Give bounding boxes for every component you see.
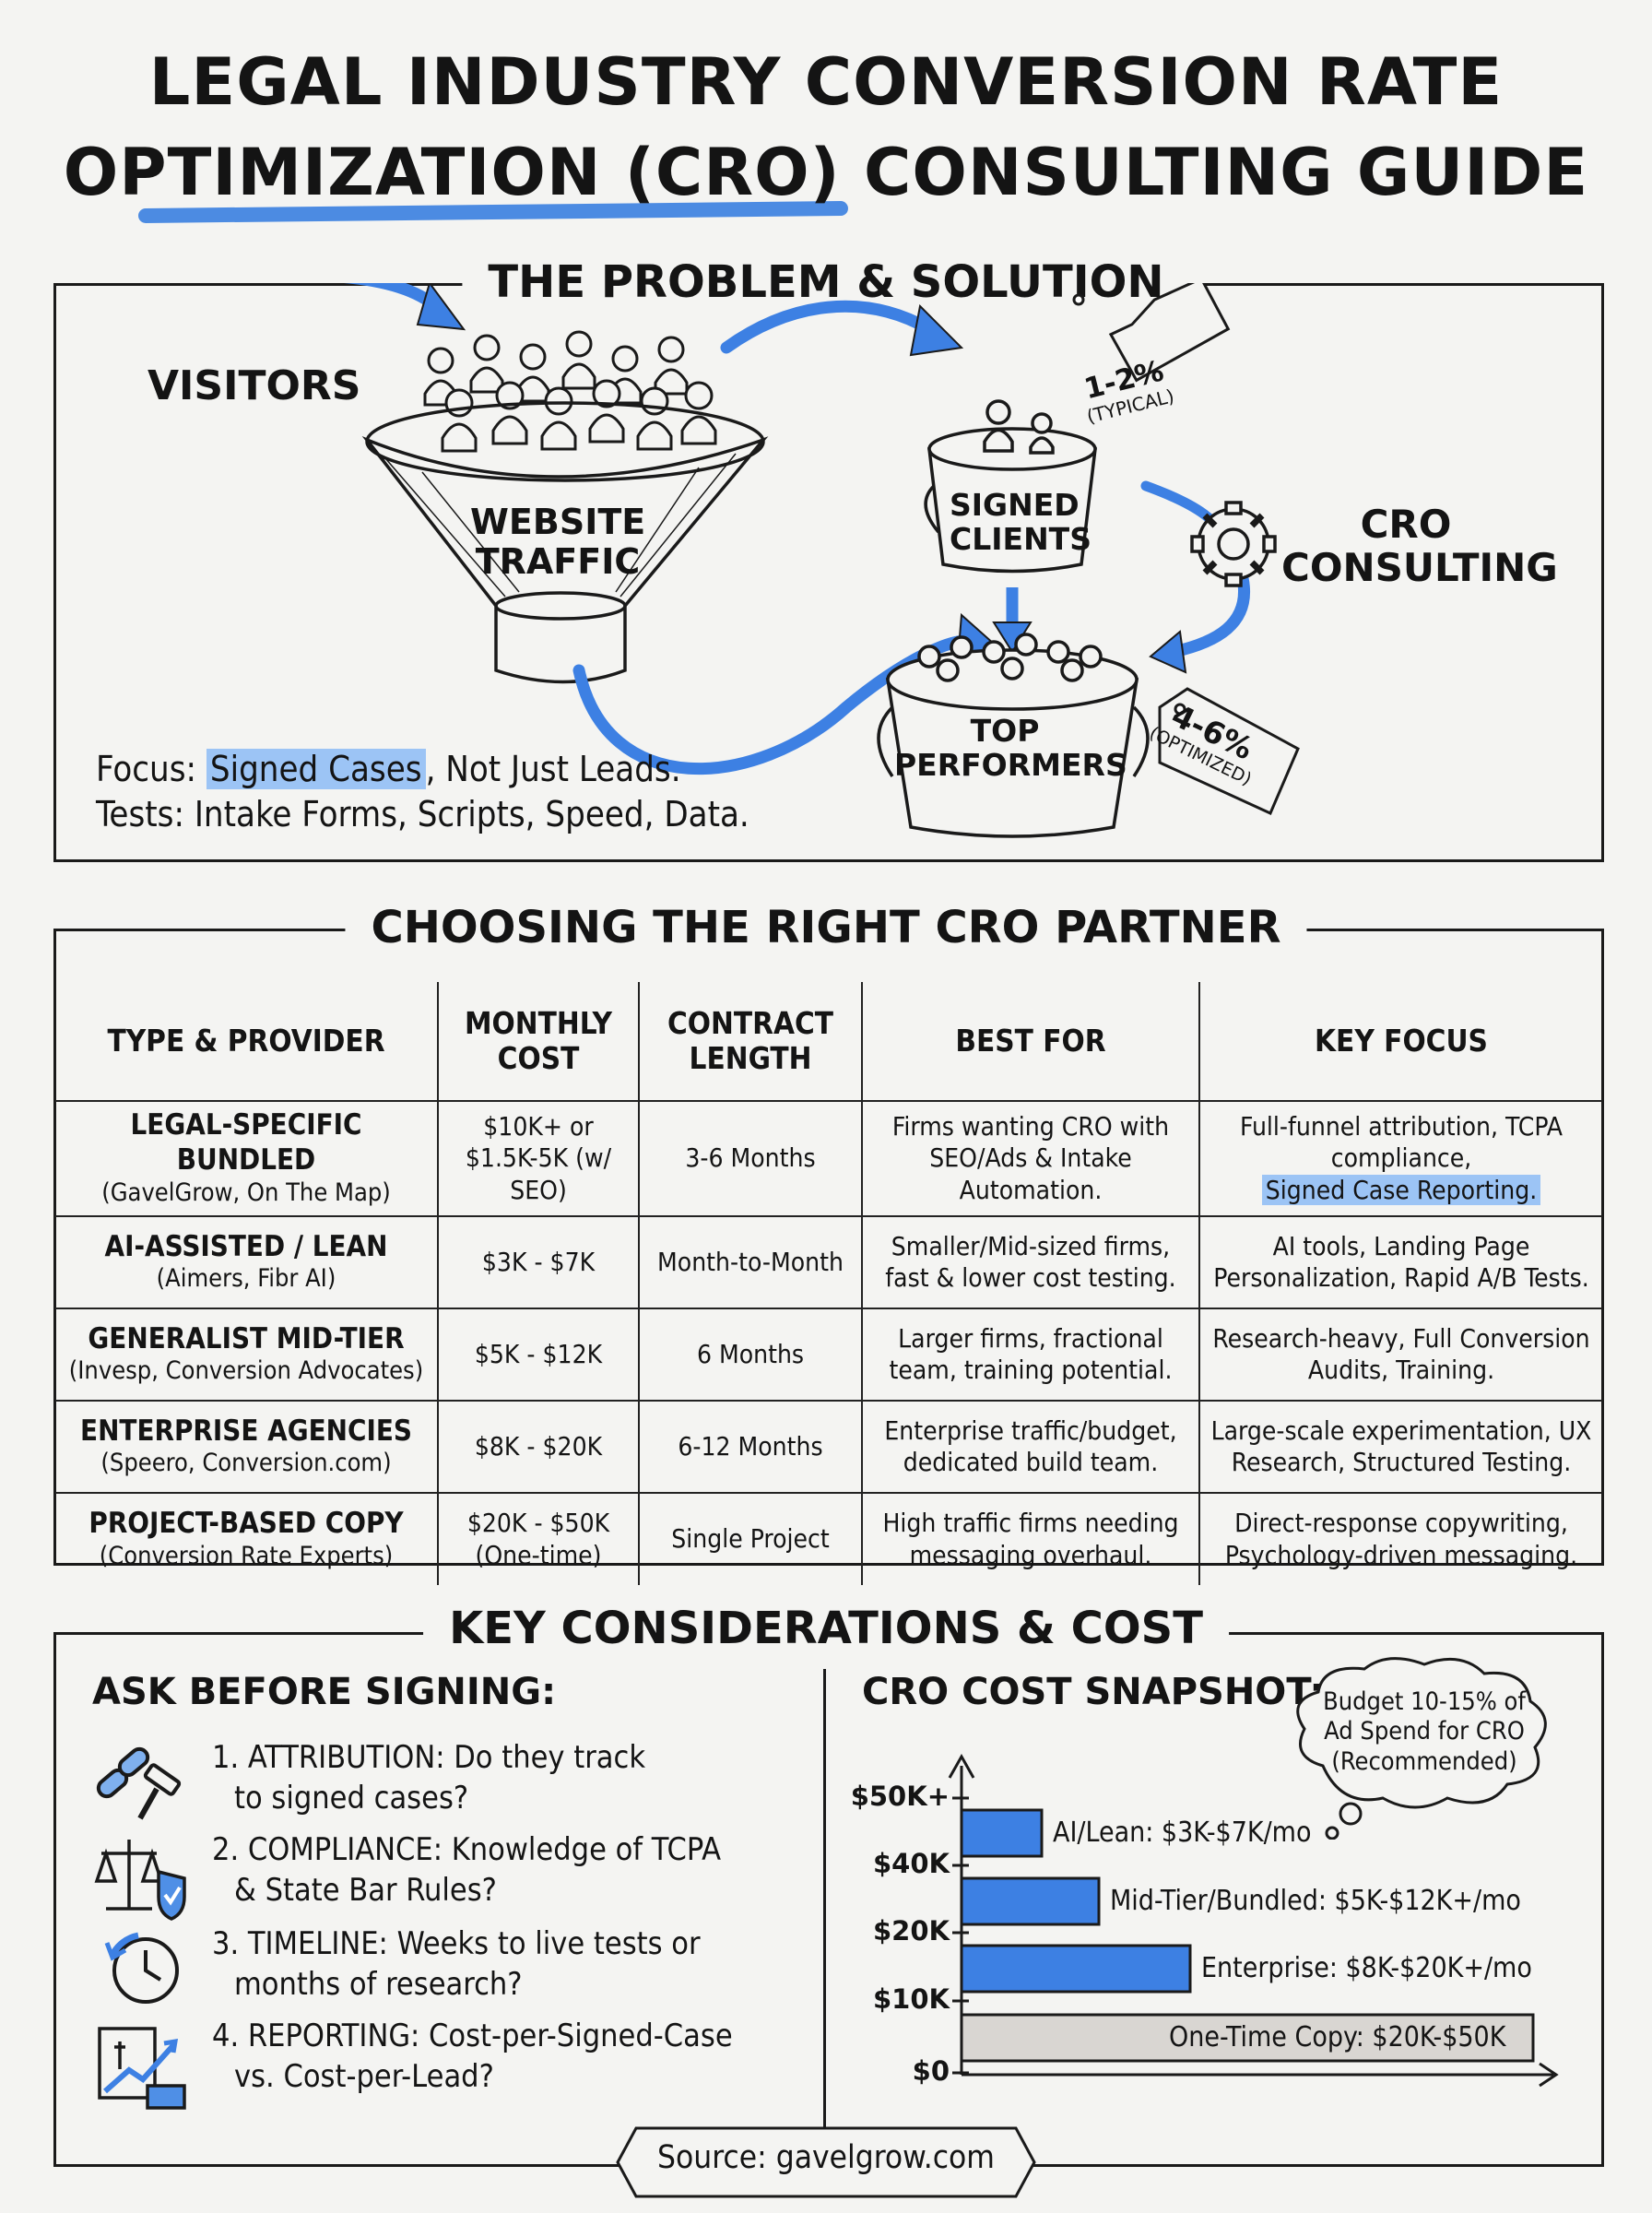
top-performers-label: TOP PERFORMERS	[894, 713, 1127, 783]
crowd-people-icon	[423, 330, 717, 453]
cost-bar-label: One-Time Copy: $20K-$50K	[1169, 2021, 1506, 2053]
signed-clients-label: SIGNED CLIENTS	[950, 487, 1092, 557]
cost-bar-label: Mid-Tier/Bundled: $5K-$12K+/mo	[1110, 1885, 1521, 1917]
header-key-focus: KEY FOCUS	[1199, 982, 1602, 1102]
cell-cost: $5K - $12K	[438, 1308, 640, 1402]
y-tick-label: $0	[912, 2055, 950, 2087]
table-row: LEGAL-SPECIFIC BUNDLED(GavelGrow, On The…	[55, 1101, 1602, 1217]
cell-best-for: Larger firms, fractional team, training …	[862, 1308, 1200, 1402]
cell-cost: $20K - $50K (One-time)	[438, 1493, 640, 1585]
question-compliance: 2. COMPLIANCE: Knowledge of TCPA & State…	[212, 1831, 722, 1909]
cell-key-focus: AI tools, Landing Page Personalization, …	[1199, 1216, 1602, 1309]
header-type-provider: TYPE & PROVIDER	[55, 982, 439, 1102]
budget-recommendation: Budget 10-15% of Ad Spend for CRO (Recom…	[1323, 1687, 1526, 1776]
cell-cost: $10K+ or $1.5K-5K (w/ SEO)	[438, 1101, 640, 1217]
cell-cost: $3K - $7K	[438, 1216, 640, 1309]
cost-snapshot-heading: CRO COST SNAPSHOT:	[862, 1671, 1325, 1713]
cell-best-for: Smaller/Mid-sized firms, fast & lower co…	[862, 1216, 1200, 1309]
header-best-for: BEST FOR	[862, 982, 1200, 1102]
cell-key-focus: Large-scale experimentation, UX Research…	[1199, 1401, 1602, 1494]
header-monthly-cost: MONTHLY COST	[438, 982, 640, 1102]
visitors-label: VISITORS	[148, 362, 361, 409]
cell-length: 3-6 Months	[639, 1101, 863, 1217]
y-tick-label: $50K+	[850, 1781, 950, 1812]
cell-length: Month-to-Month	[639, 1216, 863, 1309]
question-timeline: 3. TIMELINE: Weeks to live tests or mont…	[212, 1925, 701, 2003]
partner-title: CHOOSING THE RIGHT CRO PARTNER	[345, 902, 1307, 953]
section-divider	[823, 1669, 826, 2130]
website-traffic-label: WEBSITE TRAFFIC	[470, 502, 646, 582]
cell-key-focus: Research-heavy, Full Conversion Audits, …	[1199, 1308, 1602, 1402]
cell-length: 6 Months	[639, 1308, 863, 1402]
cost-bar-label: AI/Lean: $3K-$7K/mo	[1053, 1817, 1312, 1849]
cell-cost: $8K - $20K	[438, 1401, 640, 1494]
focus-tests-note: Focus: Signed Cases, Not Just Leads. Tes…	[96, 747, 749, 836]
table-row: AI-ASSISTED / LEAN(Aimers, Fibr AI) $3K …	[55, 1216, 1602, 1309]
cell-key-focus: Direct-response copywriting, Psychology-…	[1224, 1508, 1578, 1570]
cell-best-for: High traffic firms needing messaging ove…	[862, 1493, 1200, 1585]
partner-table: TYPE & PROVIDER MONTHLY COST CONTRACT LE…	[55, 982, 1602, 1585]
header-contract-length: CONTRACT LENGTH	[639, 982, 863, 1102]
cell-provider: GENERALIST MID-TIER(Invesp, Conversion A…	[55, 1308, 439, 1402]
signed-clients-bucket-icon	[924, 399, 1097, 574]
y-tick-label: $10K	[872, 1983, 950, 2015]
scales-shield-icon	[94, 1840, 186, 1921]
funnel-icon	[361, 401, 769, 684]
table-row: PROJECT-BASED COPY(Conversion Rate Exper…	[55, 1493, 1602, 1585]
clock-icon	[104, 1932, 179, 2004]
table-row: GENERALIST MID-TIER(Invesp, Conversion A…	[55, 1308, 1602, 1402]
question-reporting: 4. REPORTING: Cost-per-Signed-Case vs. C…	[212, 2018, 733, 2095]
cell-best-for: Enterprise traffic/budget, dedicated bui…	[862, 1401, 1200, 1494]
cell-provider: LEGAL-SPECIFIC BUNDLED(GavelGrow, On The…	[55, 1101, 439, 1217]
source-label: Source: gavelgrow.com	[657, 2139, 995, 2176]
report-chart-icon	[98, 2027, 186, 2110]
cost-bar-label: Enterprise: $8K-$20K+/mo	[1201, 1952, 1532, 1984]
y-tick-label: $40K	[872, 1848, 950, 1879]
considerations-title: KEY CONSIDERATIONS & COST	[423, 1603, 1229, 1654]
focus-line: Focus: Signed Cases, Not Just Leads.	[96, 749, 681, 789]
funnel-diagram	[343, 283, 1300, 838]
table-header-row: TYPE & PROVIDER MONTHLY COST CONTRACT LE…	[55, 982, 1602, 1102]
top-performers-bucket-icon	[877, 633, 1150, 838]
y-tick-label: $20K	[872, 1915, 950, 1947]
focus-highlight: Signed Cases	[206, 749, 426, 789]
cell-provider: PROJECT-BASED COPY(Conversion Rate Exper…	[55, 1493, 439, 1585]
cell-best-for: Firms wanting CRO with SEO/Ads & Intake …	[862, 1101, 1200, 1217]
problem-solution-title: THE PROBLEM & SOLUTION	[462, 256, 1190, 308]
cell-length: Single Project	[639, 1493, 863, 1585]
key-focus-highlight: Signed Case Reporting.	[1261, 1174, 1541, 1205]
cell-provider: ENTERPRISE AGENCIES(Speero, Conversion.c…	[55, 1401, 439, 1494]
chain-gavel-icon	[96, 1746, 182, 1820]
question-attribution: 1. ATTRIBUTION: Do they track to signed …	[212, 1739, 646, 1817]
typical-rate-tag-icon	[1072, 283, 1231, 383]
page-title-line2: OPTIMIZATION (CRO) CONSULTING GUIDE	[63, 135, 1589, 210]
thought-cloud-icon	[1296, 1657, 1547, 1840]
tests-line: Tests: Intake Forms, Scripts, Speed, Dat…	[96, 793, 749, 834]
gear-icon	[1190, 501, 1277, 587]
optimized-rate-tag-icon	[1158, 687, 1300, 816]
table-row: ENTERPRISE AGENCIES(Speero, Conversion.c…	[55, 1401, 1602, 1494]
ask-before-signing-heading: ASK BEFORE SIGNING:	[92, 1671, 557, 1713]
page-title-line1: LEGAL INDUSTRY CONVERSION RATE	[148, 44, 1504, 120]
cell-provider: AI-ASSISTED / LEAN(Aimers, Fibr AI)	[55, 1216, 439, 1309]
cro-consulting-label: CRO CONSULTING	[1281, 502, 1558, 591]
source-banner-icon	[616, 2126, 1036, 2198]
cell-length: 6-12 Months	[639, 1401, 863, 1494]
cell-key-focus: Full-funnel attribution, TCPA compliance…	[1199, 1101, 1602, 1217]
